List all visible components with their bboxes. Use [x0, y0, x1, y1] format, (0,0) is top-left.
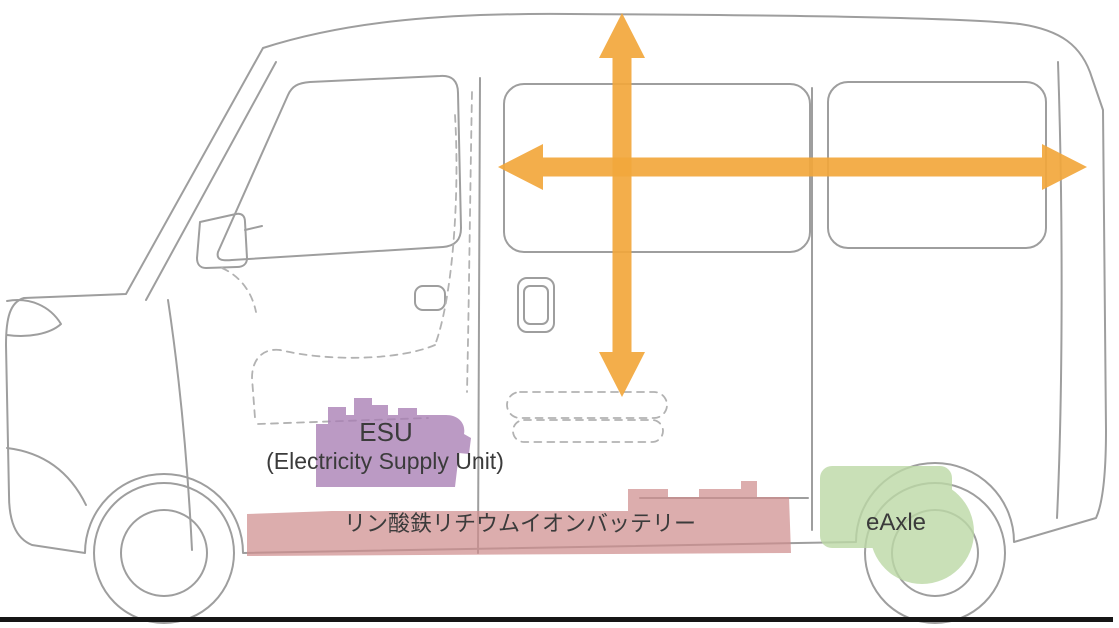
side-mirror	[196, 212, 248, 269]
sliding-door-handle-inner	[523, 285, 549, 325]
eaxle-label: eAxle	[866, 509, 926, 536]
front-door-window	[216, 74, 462, 262]
battery-label: リン酸鉄リチウムイオンバッテリー	[344, 511, 696, 536]
esu-sublabel: (Electricity Supply Unit)	[266, 448, 504, 474]
dashboard-dashed-line	[221, 267, 257, 313]
headlight	[6, 299, 62, 337]
sliding-door-handle-outer	[517, 277, 555, 333]
b-pillar-seam	[477, 77, 481, 554]
windshield-inner-line	[145, 61, 277, 301]
floor-step-dashed-lower	[512, 419, 664, 443]
seatback-dashed-line	[434, 114, 458, 346]
seat-cushion-dashed-line	[279, 344, 436, 359]
front-wheel-rim	[120, 509, 208, 597]
van-body-outline	[5, 12, 1107, 554]
front-bumper-crease	[6, 447, 87, 506]
seat-front-dashed-line	[251, 348, 281, 419]
esu-label: ESU	[359, 417, 412, 447]
front-tire	[93, 482, 235, 624]
front-door-handle	[414, 285, 446, 311]
battery-shape	[247, 481, 791, 556]
mirror-arm-line	[244, 225, 263, 231]
cargo-length-arrow	[498, 144, 1087, 190]
b-pillar-dashed-line	[466, 91, 473, 393]
eaxle-motor-hub	[870, 480, 974, 584]
eaxle-shape	[820, 466, 974, 584]
floor-step-dashed-upper	[506, 391, 668, 419]
rear-pillar-seam	[1056, 61, 1063, 519]
cargo-height-arrow	[599, 13, 645, 397]
ground-line	[0, 617, 1113, 622]
hidden-structure-dashed-group	[221, 91, 668, 443]
esu-shape	[316, 398, 471, 487]
